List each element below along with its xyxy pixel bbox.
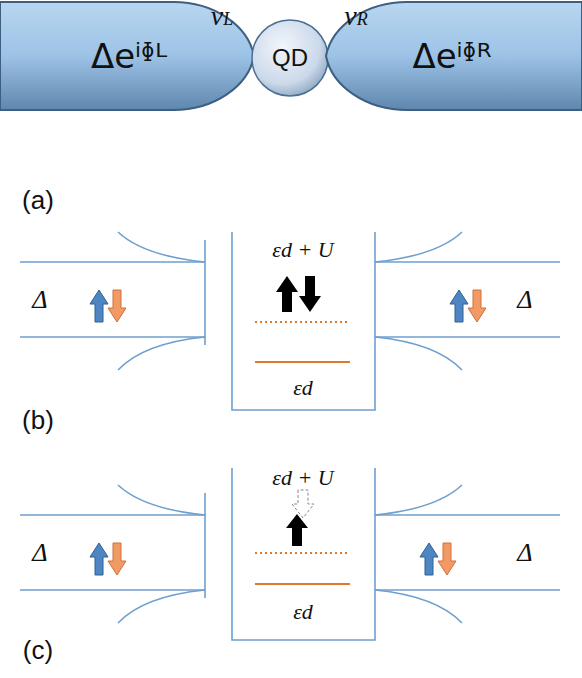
dot-levels: [255, 322, 350, 584]
panel-label: (a): [22, 185, 54, 216]
coupling-label: vR: [344, 0, 367, 32]
level-label: εd: [293, 375, 313, 401]
gap-label: Δ: [517, 285, 532, 315]
level-label: εd: [293, 599, 313, 625]
node-label: QD: [272, 44, 308, 72]
node-label: Δeⁱᶲᴸ: [91, 36, 167, 76]
gap-label: Δ: [32, 538, 47, 568]
panel-label: (c): [23, 635, 53, 666]
gap-label: Δ: [32, 285, 47, 315]
node-label: Δeⁱᶲᴿ: [412, 36, 491, 76]
gap-label: Δ: [517, 538, 532, 568]
level-label: εd + U: [272, 237, 333, 263]
spin-arrows: [90, 276, 486, 575]
coupling-label: vL: [211, 0, 233, 32]
panel-lines: [20, 232, 560, 640]
quantum-dot: QD: [250, 18, 330, 98]
panel-label: (b): [22, 405, 54, 436]
level-label: εd + U: [272, 465, 333, 491]
